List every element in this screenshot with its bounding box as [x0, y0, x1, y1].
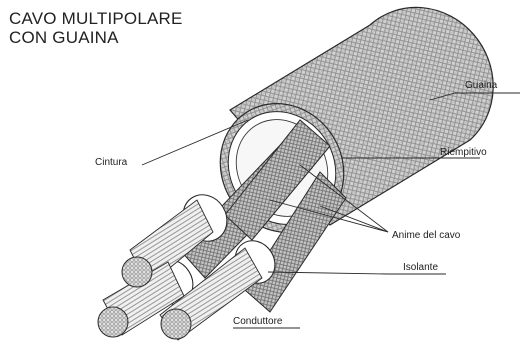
label-guaina: Guaina [465, 80, 498, 91]
label-anime: Anime del cavo [392, 230, 461, 241]
label-cintura: Cintura [95, 157, 128, 168]
label-riempitivo: Riempitivo [440, 147, 487, 158]
label-isolante: Isolante [403, 262, 438, 273]
label-conduttore: Conduttore [233, 316, 283, 327]
